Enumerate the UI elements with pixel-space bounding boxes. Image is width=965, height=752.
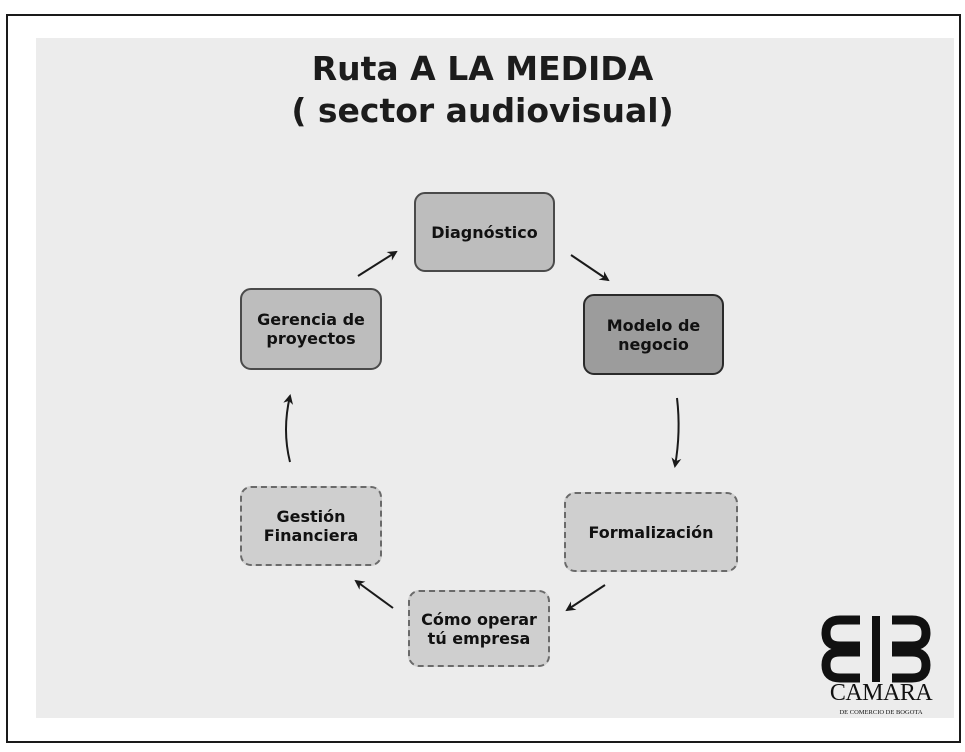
slide-frame: [6, 14, 961, 743]
title-line-2: ( sector audiovisual): [291, 91, 674, 130]
arrow-diagnostico-to-modelo: [570, 254, 610, 282]
arrow-gerencia-to-diagnostico: [357, 250, 398, 277]
step-diagnostico: Diagnóstico: [414, 192, 555, 272]
step-formalizacion: Formalización: [564, 492, 738, 572]
arrow-gestion-to-gerencia: [283, 394, 294, 463]
step-como-operar: Cómo operar tú empresa: [408, 590, 550, 667]
arrow-como-operar-to-gestion: [354, 579, 394, 609]
step-gerencia-de-proyectos: Gerencia de proyectos: [240, 288, 382, 370]
arrow-modelo-to-formalizacion: [671, 397, 682, 468]
camara-logo-icon: [821, 615, 931, 683]
step-modelo-de-negocio: Modelo de negocio: [583, 294, 724, 375]
slide-title: Ruta A LA MEDIDA ( sector audiovisual): [0, 48, 965, 132]
logo-wordmark: CAMARA: [829, 680, 933, 706]
arrow-formalizacion-to-como-operar: [565, 584, 606, 612]
logo-subtitle: DE COMERCIO DE BOGOTA: [839, 709, 923, 716]
title-line-1: Ruta A LA MEDIDA: [311, 49, 654, 88]
step-gestion-financiera: Gestión Financiera: [240, 486, 382, 566]
